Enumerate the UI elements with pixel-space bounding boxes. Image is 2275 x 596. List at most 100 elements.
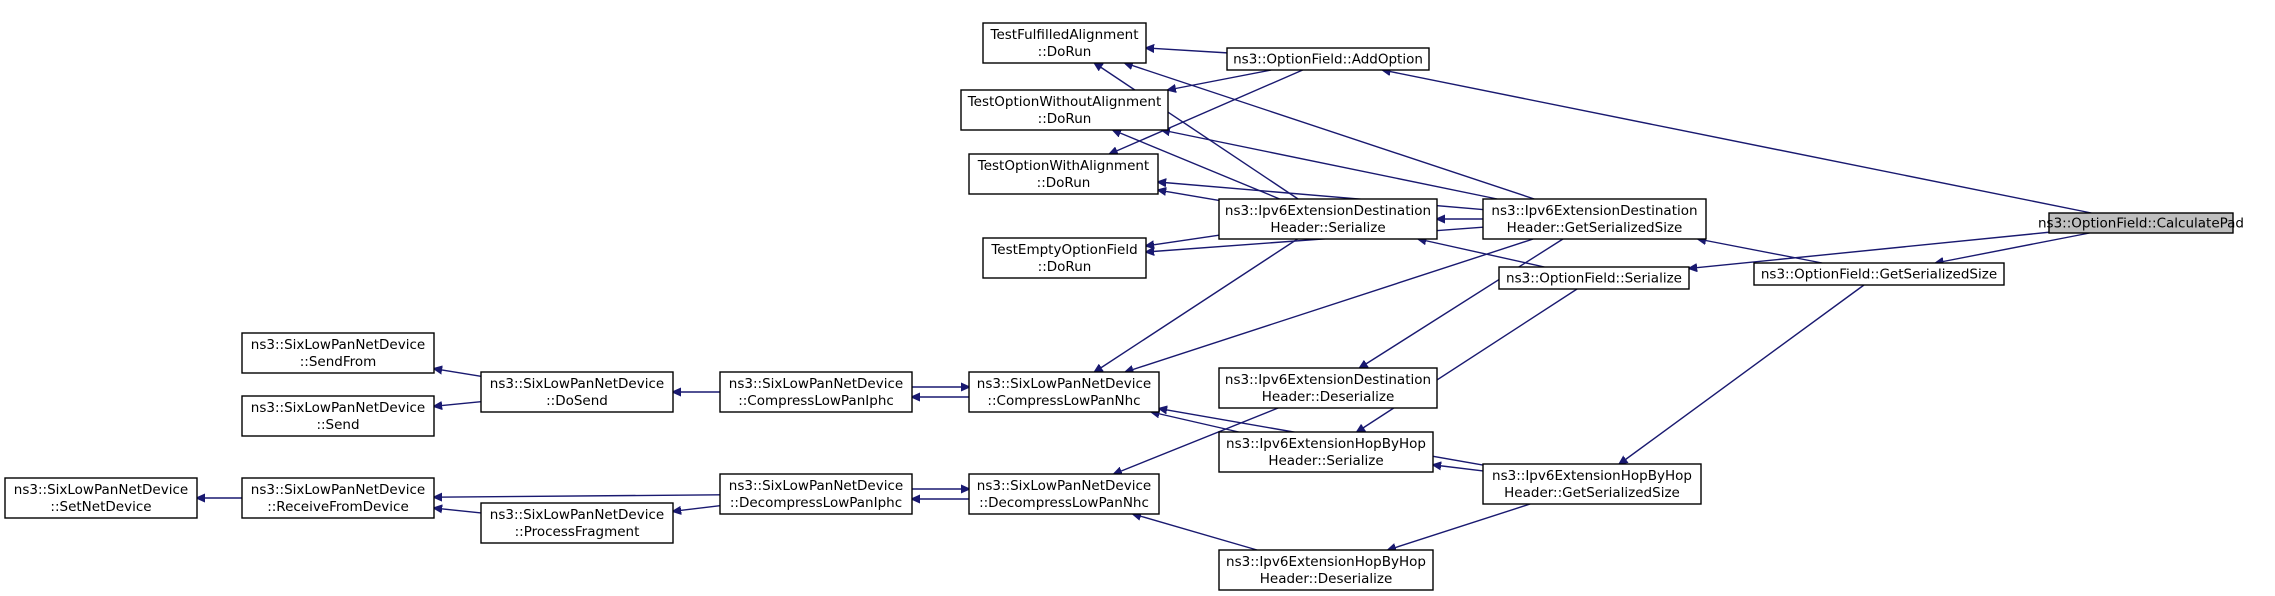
- node-decomp_nhc-label-0: ns3::SixLowPanNetDevice: [977, 478, 1151, 494]
- node-optser-box: [1498, 266, 1690, 290]
- edge-hbh_getsize-to-hbh_deser: [1388, 503, 1531, 550]
- node-t_fulfilled-label-1: ::DoRun: [1038, 44, 1092, 60]
- node-comp_nhc[interactable]: ns3::SixLowPanNetDevice::CompressLowPanN…: [968, 371, 1160, 413]
- edge-calcpad-to-getser: [1936, 232, 2090, 263]
- edge-decomp_iphc-to-procfrag: [673, 504, 721, 512]
- node-dest_getsize-label-1: Header::GetSerializedSize: [1507, 220, 1683, 236]
- node-decomp_nhc-label-1: ::DecompressLowPanNhc: [979, 495, 1149, 511]
- node-dest_deser-label-0: ns3::Ipv6ExtensionDestination: [1225, 372, 1431, 388]
- edge-hbh_getsize-to-hbh_ser: [1433, 465, 1484, 472]
- node-comp_iphc-label-1: ::CompressLowPanIphc: [738, 393, 894, 409]
- node-t_empty[interactable]: TestEmptyOptionField::DoRun: [982, 237, 1147, 279]
- node-decomp_nhc-box: [968, 473, 1160, 515]
- node-setnetdev-box: [4, 477, 198, 519]
- node-t_without-label-1: ::DoRun: [1038, 111, 1092, 127]
- node-addoption-box: [1226, 47, 1430, 71]
- edge-dest_ser-to-t_empty: [1146, 234, 1220, 246]
- node-t_empty-label-1: ::DoRun: [1038, 259, 1092, 275]
- edge-addoption-to-t_without: [1168, 69, 1272, 90]
- edge-dest_getsize-to-t_with: [1158, 182, 1484, 211]
- node-comp_iphc-box: [719, 371, 913, 413]
- node-dest_getsize-label-0: ns3::Ipv6ExtensionDestination: [1491, 203, 1697, 219]
- node-comp_iphc[interactable]: ns3::SixLowPanNetDevice::CompressLowPanI…: [719, 371, 913, 413]
- node-dest_deser-box: [1218, 367, 1438, 409]
- node-dest_getsize[interactable]: ns3::Ipv6ExtensionDestinationHeader::Get…: [1482, 198, 1707, 240]
- node-decomp_iphc-label-0: ns3::SixLowPanNetDevice: [729, 478, 903, 494]
- edge-addoption-to-t_fulfilled: [1146, 48, 1228, 54]
- edge-dest_getsize-to-comp_nhc: [1125, 238, 1534, 372]
- node-hbh_ser[interactable]: ns3::Ipv6ExtensionHopByHopHeader::Serial…: [1218, 431, 1434, 473]
- node-dosend[interactable]: ns3::SixLowPanNetDevice::DoSend: [480, 371, 674, 413]
- node-hbh_ser-label-0: ns3::Ipv6ExtensionHopByHop: [1226, 436, 1426, 452]
- edge-calcpad-to-addoption: [1383, 70, 2092, 214]
- edge-calcpad-to-optser: [1689, 231, 2050, 268]
- node-dest_deser-label-1: Header::Deserialize: [1262, 389, 1395, 405]
- node-t_fulfilled[interactable]: TestFulfilledAlignment::DoRun: [982, 22, 1147, 64]
- edge-dest_getsize-to-t_fulfilled: [1125, 63, 1535, 200]
- node-setnetdev[interactable]: ns3::SixLowPanNetDevice::SetNetDevice: [4, 477, 198, 519]
- node-comp_iphc-label-0: ns3::SixLowPanNetDevice: [729, 376, 903, 392]
- node-dest_ser-box: [1218, 198, 1438, 240]
- node-setnetdev-label-1: ::SetNetDevice: [50, 499, 151, 515]
- edge-dosend-to-send: [434, 400, 482, 407]
- node-procfrag-label-0: ns3::SixLowPanNetDevice: [490, 507, 664, 523]
- node-hbh_getsize[interactable]: ns3::Ipv6ExtensionHopByHopHeader::GetSer…: [1482, 463, 1702, 505]
- node-addoption[interactable]: ns3::OptionField::AddOption: [1226, 47, 1430, 71]
- node-dosend-label-1: ::DoSend: [546, 393, 608, 409]
- node-t_with-label-1: ::DoRun: [1037, 175, 1091, 191]
- node-recvfrom-label-1: ::ReceiveFromDevice: [267, 499, 409, 515]
- edge-decomp_iphc-to-recvfrom: [434, 495, 721, 497]
- node-t_without-label-0: TestOptionWithoutAlignment: [967, 94, 1162, 110]
- node-getser[interactable]: ns3::OptionField::GetSerializedSize: [1753, 262, 2005, 286]
- node-send-box: [241, 395, 435, 437]
- edge-hbh_deser-to-decomp_nhc: [1133, 514, 1258, 551]
- node-hbh_deser-label-1: Header::Deserialize: [1260, 571, 1393, 587]
- node-decomp_iphc[interactable]: ns3::SixLowPanNetDevice::DecompressLowPa…: [719, 473, 913, 515]
- edge-getser-to-hbh_getsize: [1619, 284, 1865, 464]
- node-sendfrom-label-1: ::SendFrom: [300, 354, 377, 370]
- node-t_empty-box: [982, 237, 1147, 279]
- node-calcpad-box: [2048, 212, 2234, 234]
- node-decomp_iphc-label-1: ::DecompressLowPanIphc: [730, 495, 902, 511]
- node-getser-box: [1753, 262, 2005, 286]
- node-dest_ser-label-1: Header::Serialize: [1270, 220, 1385, 236]
- node-sendfrom[interactable]: ns3::SixLowPanNetDevice::SendFrom: [241, 332, 435, 374]
- node-dest_ser[interactable]: ns3::Ipv6ExtensionDestinationHeader::Ser…: [1218, 198, 1438, 240]
- node-dosend-box: [480, 371, 674, 413]
- node-procfrag-label-1: ::ProcessFragment: [515, 524, 640, 540]
- node-comp_nhc-label-1: ::CompressLowPanNhc: [987, 393, 1140, 409]
- node-send-label-0: ns3::SixLowPanNetDevice: [251, 400, 425, 416]
- node-decomp_nhc[interactable]: ns3::SixLowPanNetDevice::DecompressLowPa…: [968, 473, 1160, 515]
- node-t_fulfilled-label-0: TestFulfilledAlignment: [990, 27, 1139, 43]
- edge-dosend-to-sendfrom: [434, 369, 482, 378]
- node-dest_deser[interactable]: ns3::Ipv6ExtensionDestinationHeader::Des…: [1218, 367, 1438, 409]
- node-hbh_deser[interactable]: ns3::Ipv6ExtensionHopByHopHeader::Deseri…: [1218, 549, 1434, 591]
- node-send[interactable]: ns3::SixLowPanNetDevice::Send: [241, 395, 435, 437]
- node-comp_nhc-label-0: ns3::SixLowPanNetDevice: [977, 376, 1151, 392]
- edge-optser-to-dest_ser: [1418, 239, 1545, 268]
- node-t_without-box: [960, 89, 1169, 131]
- node-optser[interactable]: ns3::OptionField::Serialize: [1498, 266, 1690, 290]
- node-optser-label-0: ns3::OptionField::Serialize: [1506, 270, 1682, 286]
- node-calcpad[interactable]: ns3::OptionField::CalculatePad: [2038, 212, 2244, 234]
- edge-optser-to-hbh_ser: [1357, 288, 1578, 432]
- edge-dest_ser-to-t_with: [1158, 190, 1220, 202]
- node-getser-label-0: ns3::OptionField::GetSerializedSize: [1761, 266, 1997, 282]
- node-sendfrom-label-0: ns3::SixLowPanNetDevice: [251, 337, 425, 353]
- node-recvfrom[interactable]: ns3::SixLowPanNetDevice::ReceiveFromDevi…: [241, 477, 435, 519]
- node-hbh_getsize-box: [1482, 463, 1702, 505]
- node-sendfrom-box: [241, 332, 435, 374]
- node-t_empty-label-0: TestEmptyOptionField: [990, 242, 1137, 258]
- nodes-layer: ns3::OptionField::CalculatePadns3::Optio…: [4, 22, 2244, 591]
- node-t_without[interactable]: TestOptionWithoutAlignment::DoRun: [960, 89, 1169, 131]
- node-procfrag[interactable]: ns3::SixLowPanNetDevice::ProcessFragment: [480, 502, 674, 544]
- node-calcpad-label-0: ns3::OptionField::CalculatePad: [2038, 215, 2244, 231]
- edge-dest_deser-to-decomp_nhc: [1114, 407, 1279, 474]
- node-t_with[interactable]: TestOptionWithAlignment::DoRun: [968, 153, 1159, 195]
- node-hbh_deser-box: [1218, 549, 1434, 591]
- node-decomp_iphc-box: [719, 473, 913, 515]
- node-recvfrom-box: [241, 477, 435, 519]
- node-dest_getsize-box: [1482, 198, 1707, 240]
- node-procfrag-box: [480, 502, 674, 544]
